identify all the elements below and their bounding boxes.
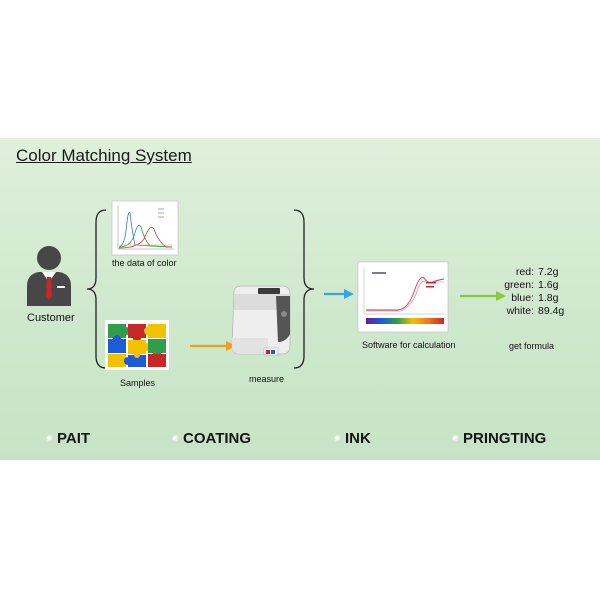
arrow-measure-to-software	[324, 289, 354, 299]
customer-label: Customer	[27, 312, 75, 324]
formula-row-green: green:1.6g	[504, 279, 559, 291]
spectrophotometer-icon	[231, 285, 291, 356]
arrow-software-to-formula	[460, 291, 506, 301]
formula-list: red:7.2g green:1.6g blue:1.8g white:89.4…	[468, 266, 578, 318]
customer-icon	[27, 246, 71, 306]
data-of-color-label: the data of color	[112, 258, 177, 268]
software-window-icon	[357, 261, 449, 333]
left-brace	[86, 209, 107, 369]
formula-row-white: white:89.4g	[506, 305, 565, 317]
application-item: PAIT	[46, 430, 90, 447]
formula-row-red: red:7.2g	[515, 266, 559, 278]
samples-label: Samples	[120, 378, 156, 388]
bullet-icon	[172, 434, 180, 443]
measure-label: measure	[249, 374, 285, 384]
bullet-icon	[334, 434, 342, 443]
application-item: COATING	[172, 430, 251, 447]
diagram-title: Color Matching System	[16, 146, 192, 165]
spectral-chart-icon	[111, 200, 179, 256]
software-label: Software for calculation	[362, 340, 456, 350]
formula-row-blue: blue:1.8g	[511, 292, 559, 304]
puzzle-icon	[105, 320, 169, 370]
application-item: PRINGTING	[452, 430, 546, 447]
bullet-icon	[46, 434, 54, 443]
bullet-icon	[452, 434, 460, 443]
get-formula-label: get formula	[509, 341, 555, 351]
arrow-samples-to-measure	[190, 341, 236, 351]
application-item: INK	[334, 430, 371, 447]
right-brace	[293, 209, 315, 369]
